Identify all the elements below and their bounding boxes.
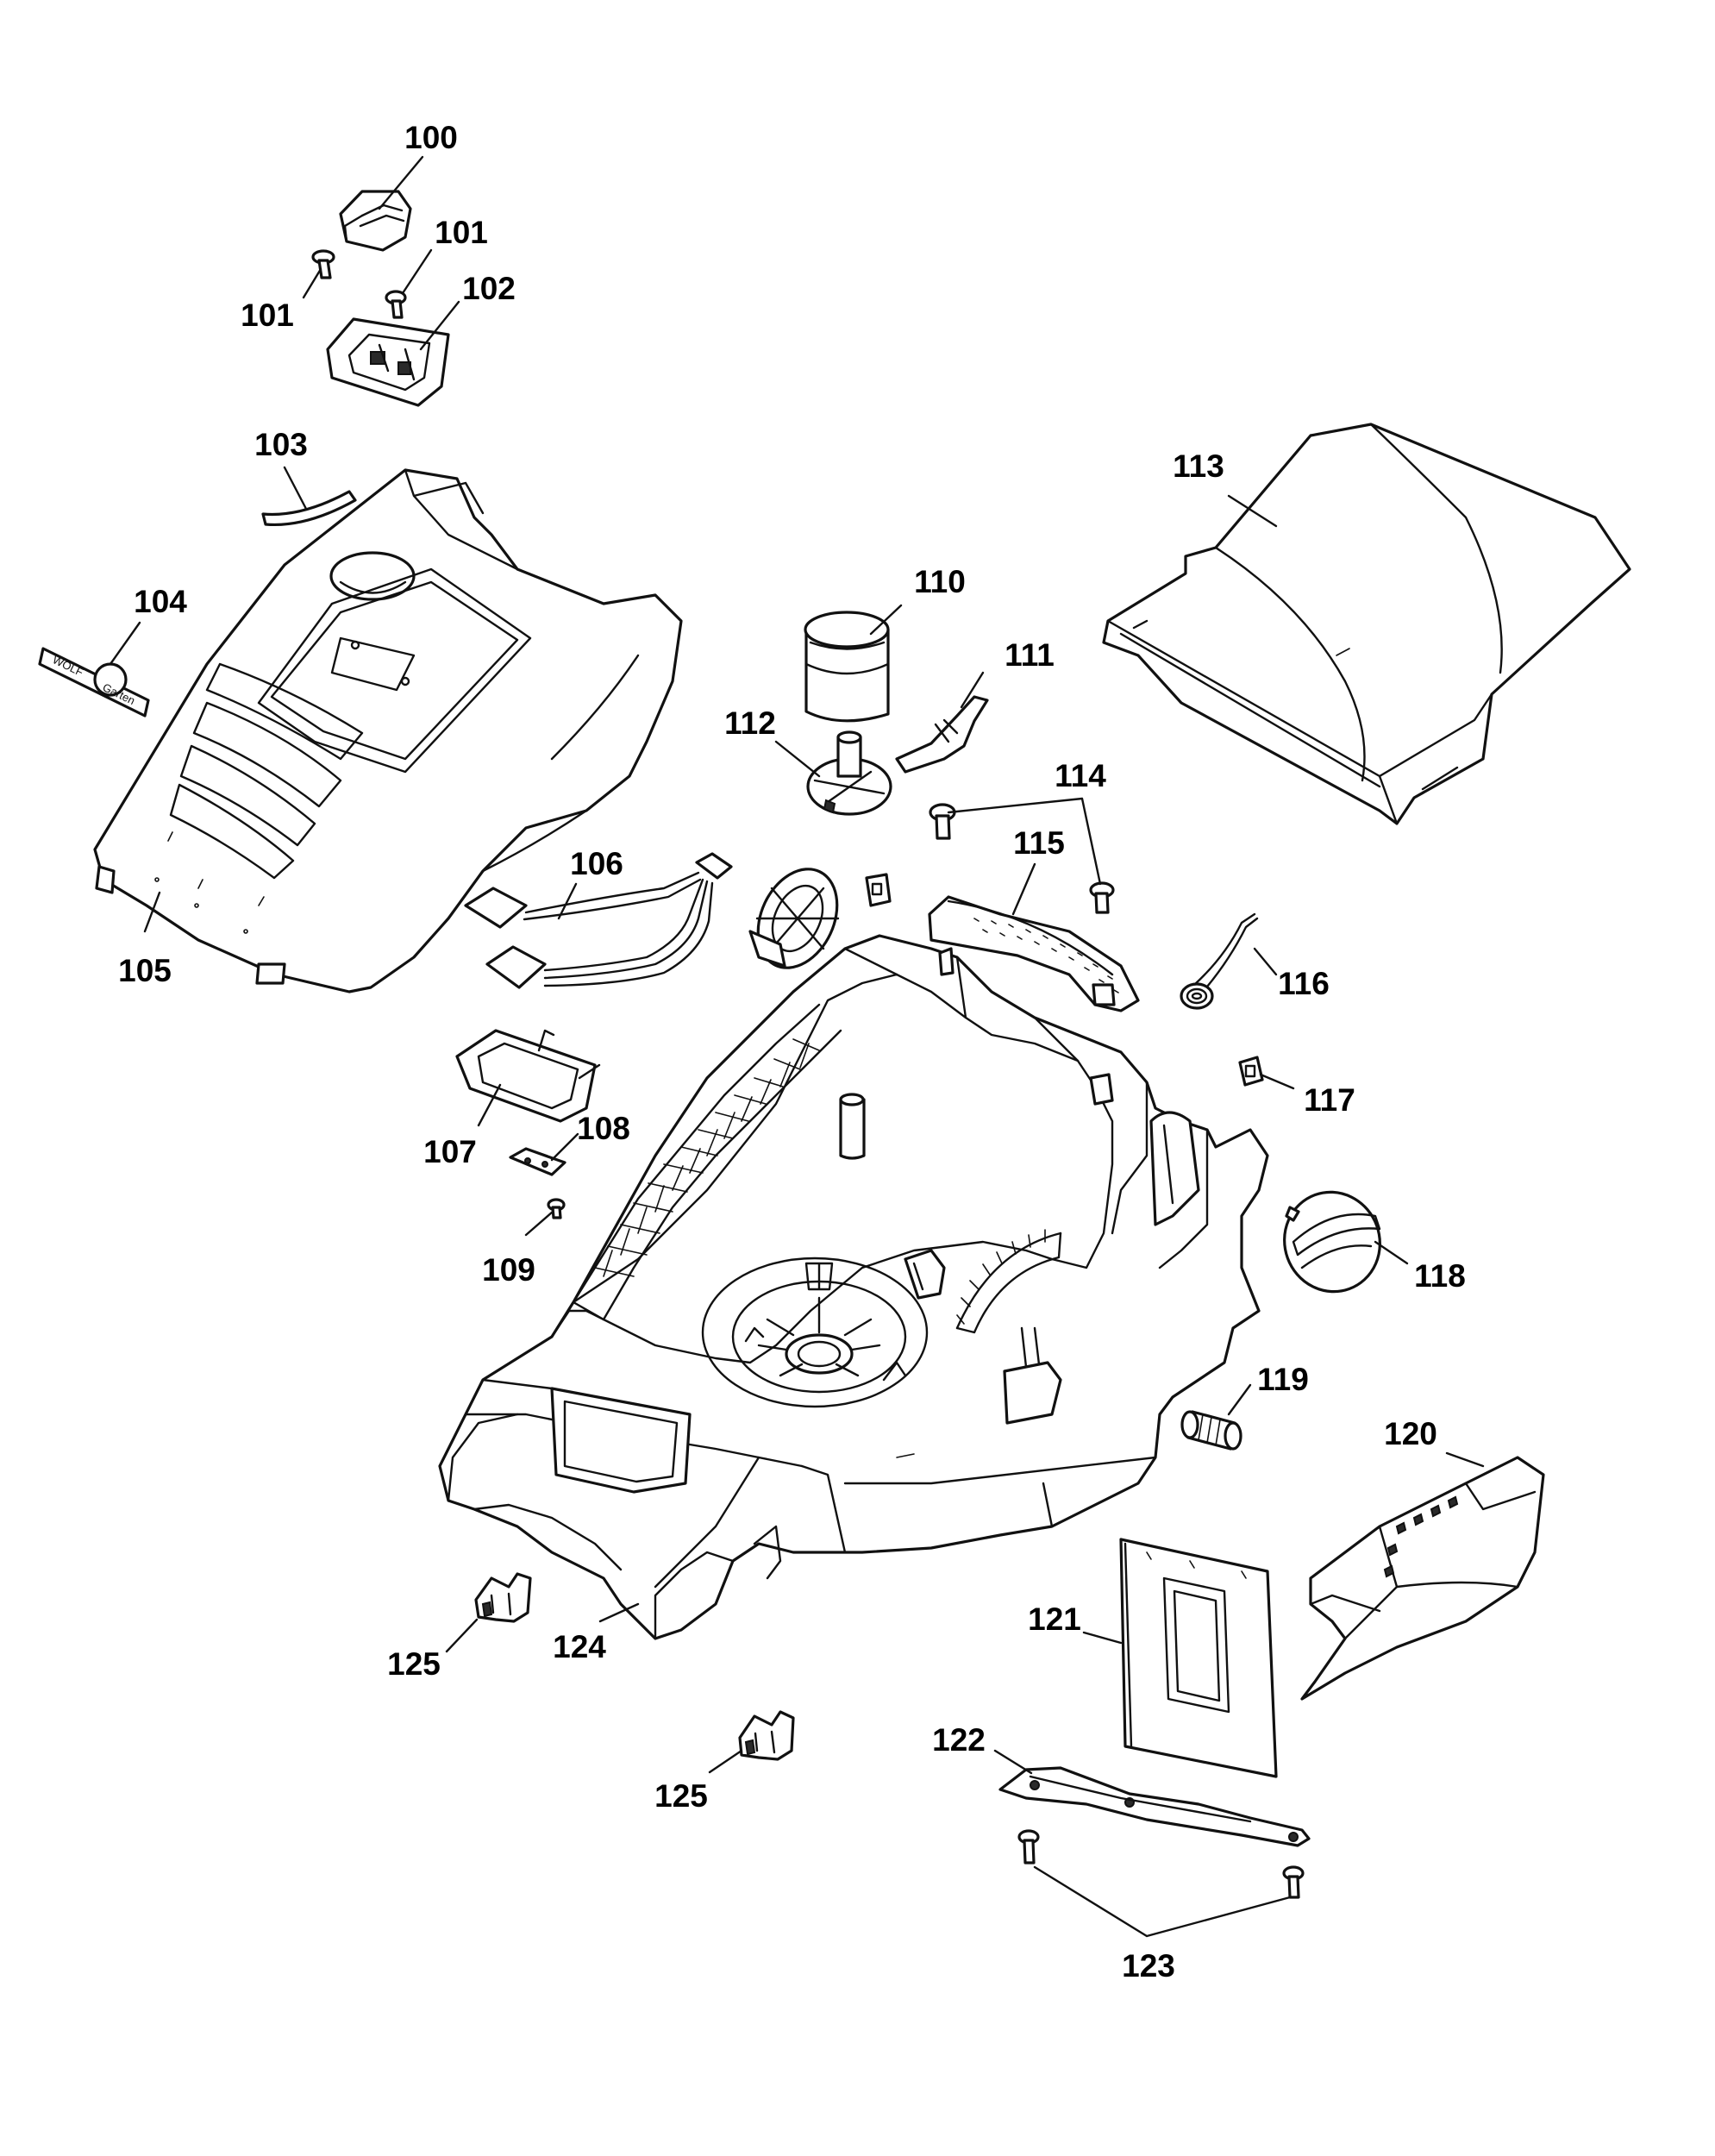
part-fan-wheel bbox=[748, 868, 840, 969]
label-109: 109 bbox=[482, 1252, 535, 1288]
label-124: 124 bbox=[553, 1629, 606, 1664]
part-117-square-nut bbox=[1238, 1056, 1264, 1087]
part-124-chassis bbox=[438, 934, 1269, 1640]
part-114-screw-left bbox=[929, 803, 956, 840]
leader-104 bbox=[109, 621, 141, 666]
label-120: 120 bbox=[1384, 1416, 1437, 1451]
part-118-knob bbox=[1283, 1190, 1381, 1294]
part-107-frame bbox=[455, 1029, 601, 1123]
leader-116 bbox=[1253, 947, 1278, 976]
label-106: 106 bbox=[570, 846, 623, 881]
part-105-upper-housing bbox=[93, 468, 683, 993]
label-108: 108 bbox=[577, 1111, 630, 1146]
part-110-cylinder bbox=[804, 611, 890, 723]
leader-106 bbox=[557, 882, 578, 920]
label-115: 115 bbox=[1013, 825, 1065, 861]
part-123-screw-right bbox=[1282, 1865, 1305, 1899]
part-113-lid bbox=[1102, 423, 1631, 825]
leader-117 bbox=[1259, 1073, 1295, 1090]
label-114: 114 bbox=[1055, 758, 1106, 793]
label-100: 100 bbox=[404, 120, 458, 155]
leader-101-left bbox=[302, 267, 322, 299]
part-108-contact-plate bbox=[509, 1147, 566, 1176]
leader-103 bbox=[283, 466, 308, 511]
leader-123 bbox=[1033, 1865, 1292, 1938]
part-119-spacer bbox=[1180, 1410, 1242, 1451]
part-125-clip-lower bbox=[738, 1710, 795, 1761]
leader-120 bbox=[1445, 1451, 1485, 1468]
part-114-screw-right bbox=[1089, 881, 1115, 914]
leader-113 bbox=[1227, 494, 1278, 528]
part-101-screw-right bbox=[385, 290, 407, 319]
label-113: 113 bbox=[1173, 448, 1224, 484]
leader-110 bbox=[869, 604, 903, 636]
label-101-right: 101 bbox=[435, 215, 488, 250]
part-121-flap bbox=[1119, 1538, 1278, 1778]
label-119: 119 bbox=[1257, 1362, 1309, 1397]
leader-119 bbox=[1227, 1383, 1252, 1416]
label-116: 116 bbox=[1278, 966, 1330, 1001]
part-122-bracket bbox=[998, 1766, 1311, 1847]
leader-118 bbox=[1374, 1240, 1409, 1265]
part-120-rear-housing bbox=[1300, 1456, 1545, 1701]
leader-105 bbox=[143, 891, 161, 933]
grille-holes bbox=[973, 918, 1119, 993]
rear-housing-slots bbox=[1383, 1495, 1459, 1578]
label-101-left: 101 bbox=[241, 298, 294, 333]
part-104-logo-badge: WOLF Garten bbox=[38, 647, 150, 718]
label-123: 123 bbox=[1122, 1948, 1175, 1984]
leader-107 bbox=[477, 1083, 502, 1127]
part-nut-small bbox=[865, 873, 892, 907]
part-116-spring bbox=[1180, 912, 1259, 1010]
label-103: 103 bbox=[254, 427, 308, 462]
label-105: 105 bbox=[118, 953, 172, 988]
label-122: 122 bbox=[932, 1722, 986, 1758]
part-102-switch-housing bbox=[326, 317, 450, 407]
label-110: 110 bbox=[914, 564, 966, 599]
label-125-upper: 125 bbox=[387, 1646, 441, 1682]
leader-112 bbox=[774, 740, 821, 778]
leader-111 bbox=[960, 671, 985, 709]
label-121: 121 bbox=[1028, 1601, 1081, 1637]
part-111-lever bbox=[895, 695, 989, 774]
leader-101-right bbox=[401, 248, 433, 295]
leader-122 bbox=[993, 1749, 1033, 1775]
leader-124 bbox=[598, 1602, 640, 1623]
leader-125-lower bbox=[708, 1749, 743, 1774]
part-106-wiring-harness bbox=[464, 852, 733, 989]
part-100-switch-cap bbox=[339, 190, 412, 252]
side-grille-hatching bbox=[594, 1038, 820, 1277]
part-number-labels: 100 101 101 102 103 104 105 106 107 108 … bbox=[118, 120, 1466, 1984]
part-103-cord-clip bbox=[261, 490, 357, 527]
leader-109 bbox=[524, 1210, 554, 1237]
leader-lines bbox=[109, 155, 1485, 1938]
label-125-lower: 125 bbox=[654, 1778, 708, 1814]
part-112-hub bbox=[806, 730, 892, 816]
label-112: 112 bbox=[724, 705, 776, 741]
label-104: 104 bbox=[134, 584, 187, 619]
part-125-clip-upper bbox=[474, 1572, 532, 1623]
leader-114 bbox=[947, 797, 1102, 886]
leader-125-upper bbox=[445, 1618, 479, 1653]
label-118: 118 bbox=[1414, 1258, 1466, 1294]
label-102: 102 bbox=[462, 271, 516, 306]
leader-121 bbox=[1082, 1631, 1123, 1645]
leader-100 bbox=[378, 155, 424, 210]
part-109-screw bbox=[547, 1198, 566, 1219]
label-117: 117 bbox=[1304, 1082, 1355, 1118]
leader-102 bbox=[419, 300, 460, 351]
label-111: 111 bbox=[1005, 637, 1055, 673]
leader-108 bbox=[550, 1132, 579, 1162]
part-123-screw-left bbox=[1017, 1829, 1040, 1865]
part-115-grille-bar bbox=[928, 895, 1140, 1012]
label-107: 107 bbox=[423, 1134, 477, 1169]
part-101-screw-left bbox=[311, 249, 335, 279]
leader-115 bbox=[1011, 862, 1036, 916]
